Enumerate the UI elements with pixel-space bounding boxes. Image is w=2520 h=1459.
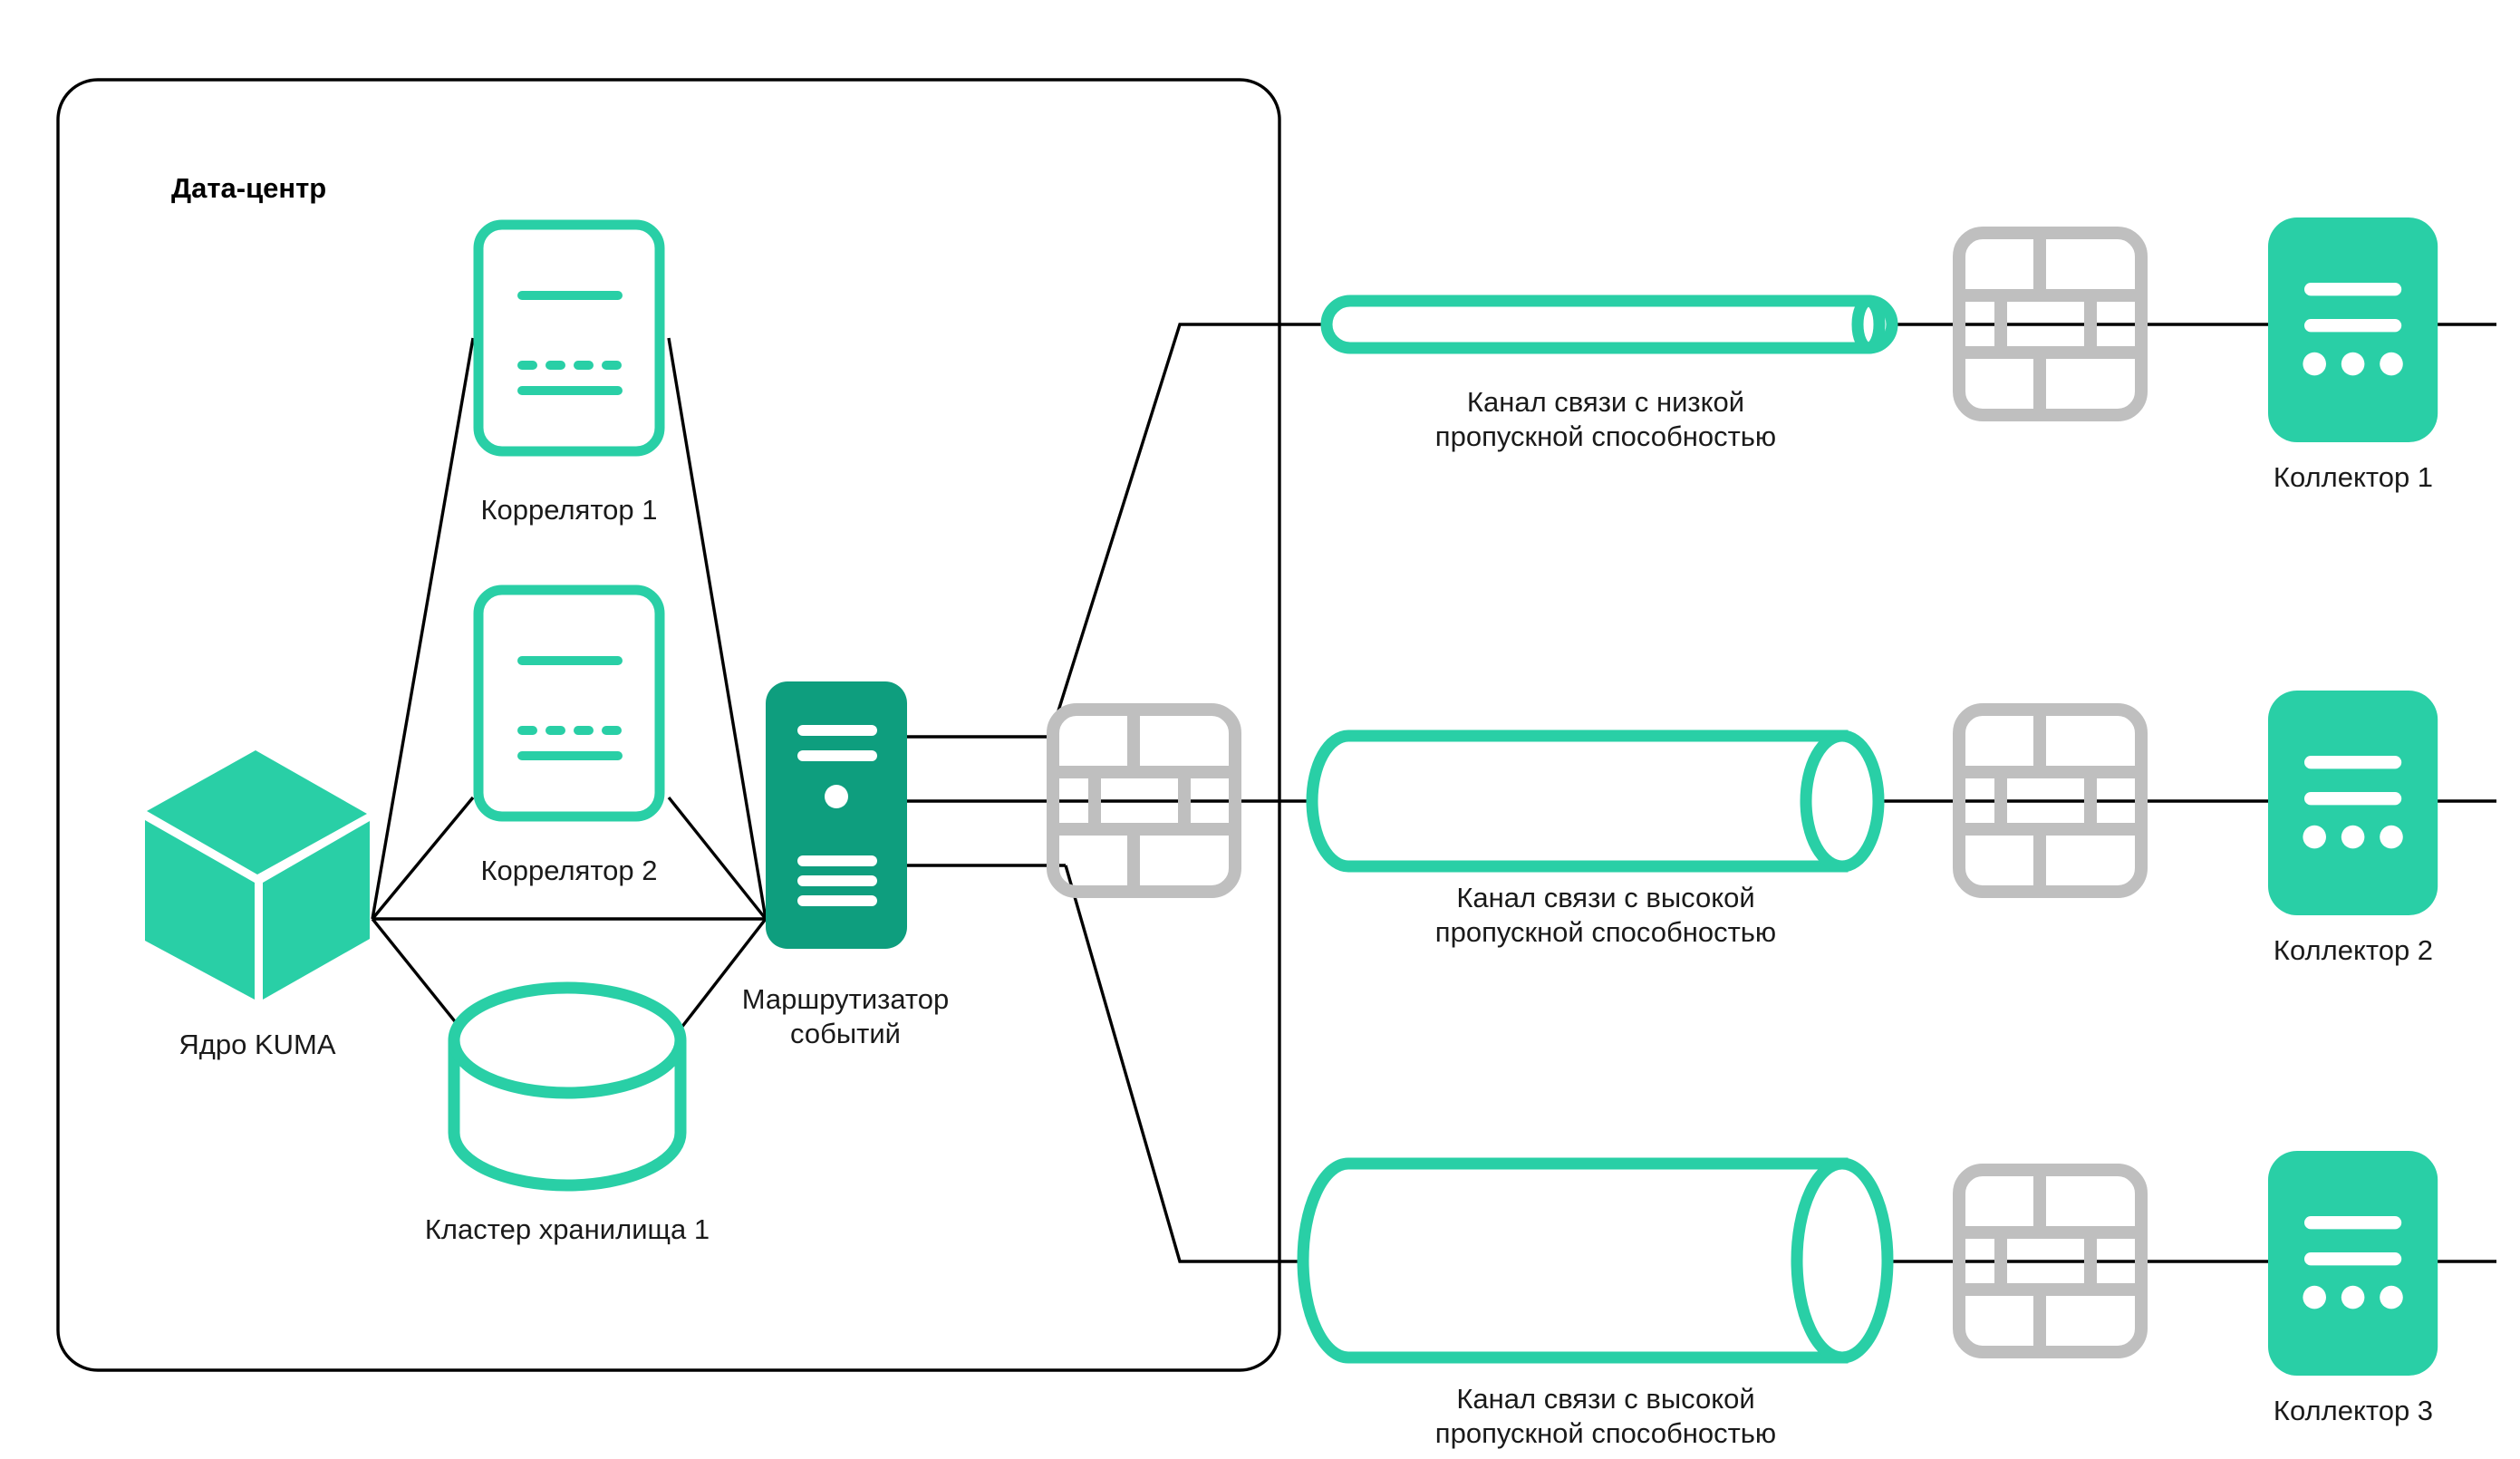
internal-connector-lines — [371, 337, 768, 1046]
thick-cylinder-icon — [1306, 730, 1885, 873]
collector-2-node[interactable]: Коллектор 2 — [2268, 691, 2438, 966]
channel-3-label-line-1: Канал связи с высокой — [1456, 1383, 1754, 1415]
collector-1-label: Коллектор 1 — [2274, 461, 2433, 493]
channel-1-node[interactable]: Канал связи с низкой пропускной способно… — [1320, 295, 1898, 452]
collector-icon — [2268, 1151, 2438, 1376]
collector-icon — [2268, 691, 2438, 915]
thin-pipe-icon — [1320, 295, 1898, 354]
channel-2-label-line-1: Канал связи с высокой — [1456, 882, 1754, 913]
correlator-2-node[interactable]: Коррелятор 2 — [478, 590, 660, 886]
event-router-label-line-1: Маршрутизатор — [742, 983, 950, 1015]
channel-2-label-line-2: пропускной способностью — [1435, 916, 1776, 948]
storage-cluster-1-label: Кластер хранилища 1 — [425, 1213, 710, 1245]
event-router-label-line-2: событий — [790, 1018, 901, 1049]
storage-cluster-1-node[interactable]: Кластер хранилища 1 — [425, 981, 710, 1245]
channel-1-label-line-1: Канал связи с низкой — [1467, 386, 1744, 418]
collector-2-label: Коллектор 2 — [2274, 934, 2433, 966]
correlator-1-label: Коррелятор 1 — [480, 494, 657, 526]
channel-2-node[interactable]: Канал связи с высокой пропускной способн… — [1306, 730, 1885, 948]
cube-icon — [145, 750, 370, 1000]
correlator-2-label: Коррелятор 2 — [480, 855, 657, 886]
event-router-node[interactable]: Маршрутизатор событий — [742, 681, 950, 1049]
channel-3-node[interactable]: Канал связи с высокой пропускной способн… — [1297, 1157, 1894, 1449]
channel-3-label-line-2: пропускной способностью — [1435, 1417, 1776, 1449]
collector-1-node[interactable]: Коллектор 1 — [2268, 217, 2438, 493]
server-icon — [766, 681, 907, 949]
collector-3-node[interactable]: Коллектор 3 — [2268, 1151, 2438, 1426]
kuma-core-label: Ядро KUMA — [179, 1029, 335, 1060]
correlator-1-node[interactable]: Коррелятор 1 — [478, 225, 660, 526]
channel-1-label-line-2: пропускной способностью — [1435, 420, 1776, 452]
collector-3-label: Коллектор 3 — [2274, 1395, 2433, 1426]
kuma-core-node[interactable]: Ядро KUMA — [145, 750, 370, 1060]
database-cylinder-icon — [448, 981, 687, 1192]
datacenter-title: Дата-центр — [171, 172, 326, 204]
datacenter-boundary — [56, 78, 1281, 1372]
thick-cylinder-icon — [1297, 1157, 1894, 1364]
correlator-icon — [478, 225, 660, 451]
collector-icon — [2268, 217, 2438, 442]
correlator-icon — [478, 590, 660, 816]
